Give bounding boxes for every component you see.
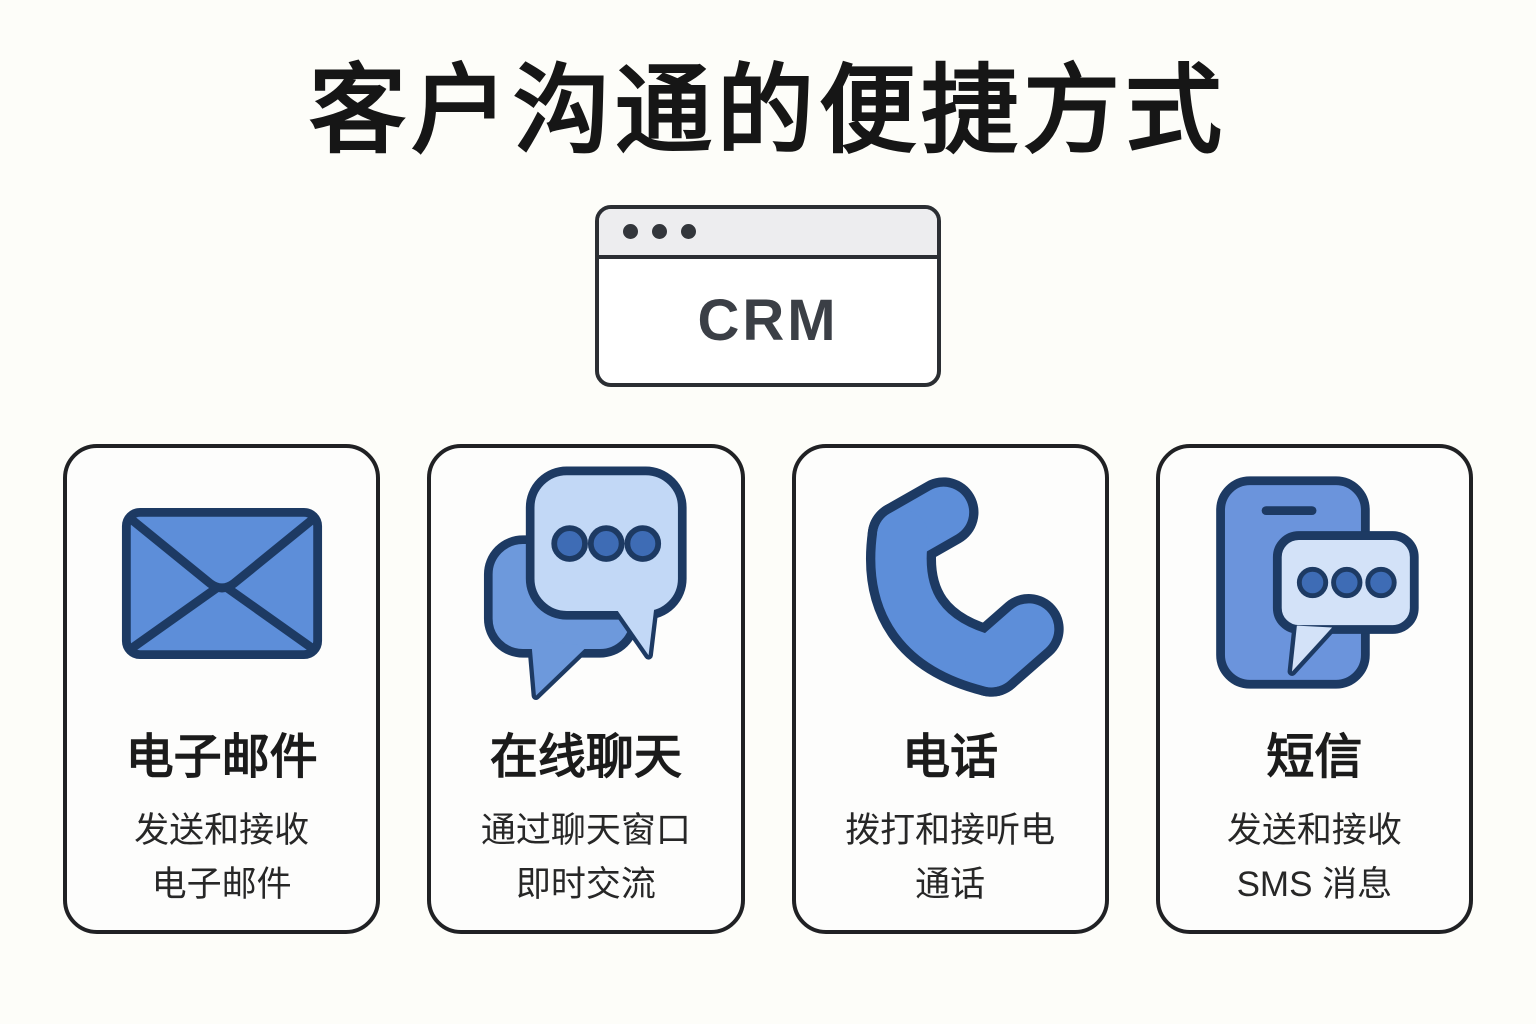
cards-row: 电子邮件 发送和接收 电子邮件 在 — [0, 443, 1536, 934]
card-description: 通过聊天窗口 即时交流 — [481, 804, 691, 913]
chat-bubbles-icon-svg — [483, 466, 687, 700]
card-description-line: SMS 消息 — [1236, 864, 1393, 904]
window-dot-icon — [623, 224, 638, 240]
envelope-icon — [67, 448, 376, 720]
card-title: 电话 — [902, 730, 999, 784]
crm-browser-window: CRM — [595, 204, 941, 387]
envelope-icon-svg — [121, 508, 322, 660]
card-sms: 短信 发送和接收 SMS 消息 — [1155, 443, 1473, 934]
window-dot-icon — [681, 224, 696, 240]
card-description-line: 通话 — [915, 864, 986, 904]
card-online-chat: 在线聊天 通过聊天窗口 即时交流 — [427, 443, 745, 934]
card-title: 短信 — [1266, 730, 1363, 784]
phone-handset-icon — [796, 448, 1105, 720]
card-phone: 电话 拨打和接听电 通话 — [791, 443, 1109, 934]
card-title: 在线聊天 — [489, 730, 682, 784]
card-description-line: 拨打和接听电 — [845, 810, 1056, 850]
phone-message-icon — [1160, 448, 1469, 720]
card-description-line: 电子邮件 — [151, 864, 292, 904]
card-description: 发送和接收 SMS 消息 — [1227, 804, 1402, 913]
page-title: 客户沟通的便捷方式 — [309, 56, 1227, 165]
card-description-line: 发送和接收 — [134, 810, 310, 850]
window-dot-icon — [652, 224, 667, 240]
card-description-line: 发送和接收 — [1226, 810, 1402, 850]
card-title: 电子邮件 — [125, 730, 318, 784]
card-description-line: 即时交流 — [515, 864, 656, 904]
card-description: 发送和接收 电子邮件 — [134, 804, 309, 913]
card-description-line: 通过聊天窗口 — [480, 810, 691, 850]
phone-message-icon-svg — [1216, 476, 1420, 689]
browser-title-bar — [599, 208, 937, 259]
card-description: 拨打和接听电 通话 — [845, 804, 1055, 913]
crm-label: CRM — [697, 288, 839, 354]
chat-bubbles-icon — [431, 448, 740, 720]
phone-handset-icon-svg — [865, 477, 1064, 697]
card-email: 电子邮件 发送和接收 电子邮件 — [63, 443, 381, 934]
